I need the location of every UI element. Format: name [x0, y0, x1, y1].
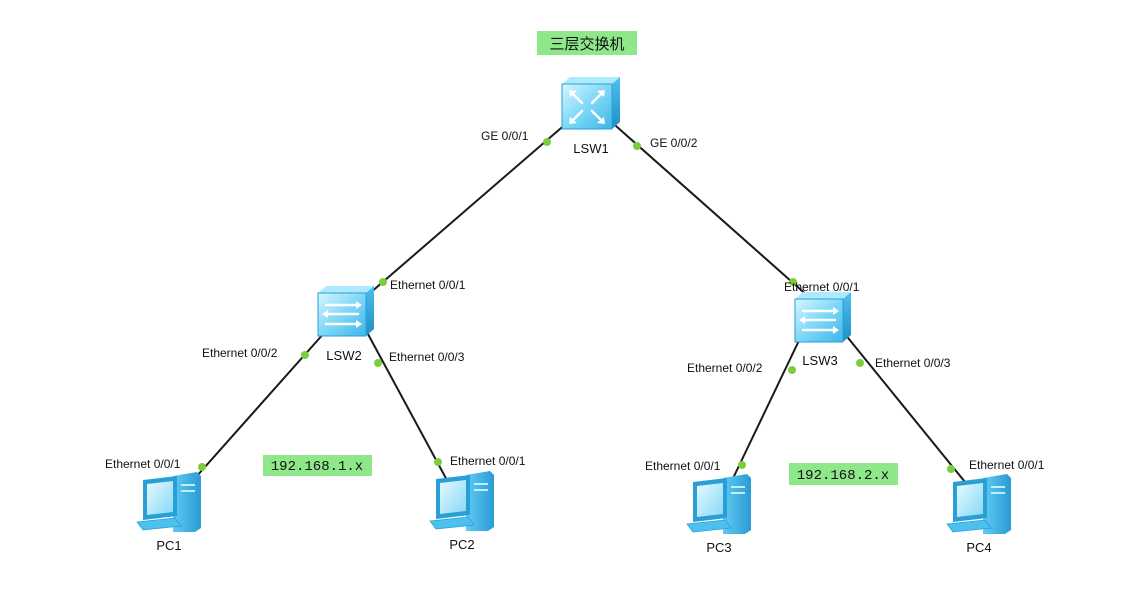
port-dot-pc4-eth001[interactable]	[947, 465, 955, 473]
link-lsw3-pc3[interactable]	[724, 327, 806, 496]
link-lsw2-pc2[interactable]	[361, 322, 456, 496]
pc1-label: PC1	[156, 538, 181, 553]
port-label-pc3-eth001: Ethernet 0/0/1	[645, 459, 721, 473]
link-lsw1-lsw3[interactable]	[589, 102, 819, 306]
port-labels: GE 0/0/1 GE 0/0/2 Ethernet 0/0/1 Etherne…	[105, 129, 1045, 473]
port-dot-pc1-eth001[interactable]	[198, 463, 206, 471]
lsw2-device[interactable]: LSW2	[317, 286, 374, 363]
pc-icon	[946, 474, 1011, 534]
port-dot-pc3-eth001[interactable]	[738, 461, 746, 469]
pc4-device[interactable]: PC4	[946, 474, 1011, 555]
pc1-device[interactable]: PC1	[136, 472, 201, 553]
switch-icon	[317, 286, 374, 337]
network-note-2-text: 192.168.2.x	[797, 468, 889, 484]
lsw1-label: LSW1	[573, 141, 608, 156]
network-note-1-text: 192.168.1.x	[271, 459, 363, 475]
pc4-label: PC4	[966, 540, 991, 555]
port-label-pc1-eth001: Ethernet 0/0/1	[105, 457, 181, 471]
lsw1-device[interactable]: LSW1	[561, 77, 620, 156]
port-dot-lsw1-ge001[interactable]	[543, 138, 551, 146]
port-label-lsw3-eth002: Ethernet 0/0/2	[687, 361, 763, 375]
port-label-lsw1-ge001: GE 0/0/1	[481, 129, 529, 143]
port-label-pc4-eth001: Ethernet 0/0/1	[969, 458, 1045, 472]
port-label-lsw3-eth003: Ethernet 0/0/3	[875, 356, 951, 370]
pc-icon	[136, 472, 201, 532]
port-dot-lsw2-eth001[interactable]	[379, 278, 387, 286]
port-label-lsw2-eth003: Ethernet 0/0/3	[389, 350, 465, 364]
title-note[interactable]: 三层交换机	[537, 31, 637, 55]
links-layer	[179, 102, 979, 499]
pc3-device[interactable]: PC3	[686, 474, 751, 555]
link-lsw1-lsw2[interactable]	[361, 102, 591, 301]
port-label-lsw2-eth001: Ethernet 0/0/1	[390, 278, 466, 292]
pc-icon	[429, 471, 494, 531]
port-dot-lsw3-eth001[interactable]	[789, 278, 797, 286]
pc3-label: PC3	[706, 540, 731, 555]
port-label-pc2-eth001: Ethernet 0/0/1	[450, 454, 526, 468]
l3-switch-icon	[561, 77, 620, 130]
lsw3-device[interactable]: LSW3	[794, 292, 851, 368]
port-label-lsw2-eth002: Ethernet 0/0/2	[202, 346, 278, 360]
network-note-1[interactable]: 192.168.1.x	[263, 455, 372, 476]
port-label-lsw1-ge002: GE 0/0/2	[650, 136, 698, 150]
link-lsw3-pc4[interactable]	[839, 327, 979, 499]
lsw3-label: LSW3	[802, 353, 837, 368]
port-dot-lsw3-eth002[interactable]	[788, 366, 796, 374]
network-note-2[interactable]: 192.168.2.x	[789, 463, 898, 485]
port-dots	[198, 138, 955, 473]
title-note-text: 三层交换机	[549, 35, 624, 53]
port-dot-pc2-eth001[interactable]	[434, 458, 442, 466]
pc-icon	[686, 474, 751, 534]
pc2-label: PC2	[449, 537, 474, 552]
port-dot-lsw3-eth003[interactable]	[856, 359, 864, 367]
port-dot-lsw2-eth002[interactable]	[301, 351, 309, 359]
pc2-device[interactable]: PC2	[429, 471, 494, 552]
port-dot-lsw2-eth003[interactable]	[374, 359, 382, 367]
lsw2-label: LSW2	[326, 348, 361, 363]
port-dot-lsw1-ge002[interactable]	[633, 142, 641, 150]
port-label-lsw3-eth001: Ethernet 0/0/1	[784, 280, 860, 294]
switch-icon	[794, 292, 851, 343]
